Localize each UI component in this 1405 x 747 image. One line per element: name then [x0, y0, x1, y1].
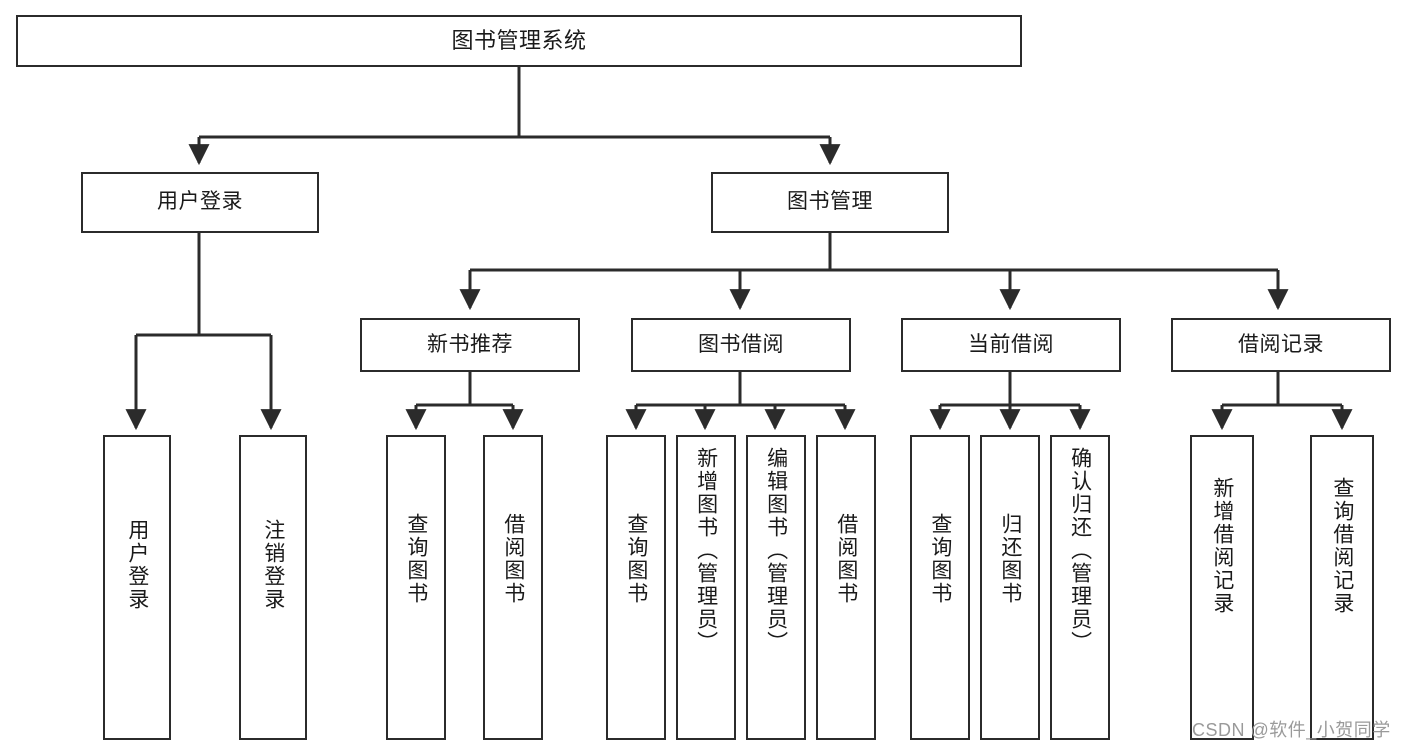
- node-book-borrow-label: 图书借阅: [698, 332, 784, 356]
- node-root[interactable]: 图书管理系统: [16, 15, 1022, 67]
- leaf-add-book-label: 新增图书（管理员）: [694, 447, 718, 654]
- leaf-return-book-label: 归还图书: [998, 513, 1022, 605]
- leaf-query-record[interactable]: 查询借阅记录: [1310, 435, 1374, 740]
- leaf-user-login[interactable]: 用户登录: [103, 435, 171, 740]
- leaf-logout-label: 注销登录: [261, 519, 285, 611]
- node-book-manage[interactable]: 图书管理: [711, 172, 949, 233]
- leaf-query-book-1[interactable]: 查询图书: [386, 435, 446, 740]
- node-new-book-recommend-label: 新书推荐: [427, 332, 513, 356]
- leaf-confirm-return[interactable]: 确认归还（管理员）: [1050, 435, 1110, 740]
- node-current-borrow[interactable]: 当前借阅: [901, 318, 1121, 372]
- leaf-borrow-book-1-label: 借阅图书: [501, 513, 525, 605]
- leaf-query-book-2-label: 查询图书: [624, 513, 648, 605]
- leaf-edit-book-label: 编辑图书（管理员）: [764, 447, 788, 654]
- leaf-logout[interactable]: 注销登录: [239, 435, 307, 740]
- node-borrow-record-label: 借阅记录: [1238, 332, 1324, 356]
- leaf-edit-book[interactable]: 编辑图书（管理员）: [746, 435, 806, 740]
- leaf-query-book-1-label: 查询图书: [404, 513, 428, 605]
- leaf-query-book-3[interactable]: 查询图书: [910, 435, 970, 740]
- leaf-query-book-2[interactable]: 查询图书: [606, 435, 666, 740]
- leaf-add-record-label: 新增借阅记录: [1210, 477, 1234, 615]
- leaf-borrow-book-1[interactable]: 借阅图书: [483, 435, 543, 740]
- node-user-login-label: 用户登录: [157, 190, 243, 214]
- node-book-manage-label: 图书管理: [787, 190, 873, 214]
- node-borrow-record[interactable]: 借阅记录: [1171, 318, 1391, 372]
- leaf-return-book[interactable]: 归还图书: [980, 435, 1040, 740]
- node-current-borrow-label: 当前借阅: [968, 332, 1054, 356]
- leaf-confirm-return-label: 确认归还（管理员）: [1068, 447, 1092, 654]
- node-new-book-recommend[interactable]: 新书推荐: [360, 318, 580, 372]
- watermark: CSDN @软件_小贺同学: [1192, 720, 1391, 740]
- leaf-add-record[interactable]: 新增借阅记录: [1190, 435, 1254, 740]
- leaf-borrow-book-2[interactable]: 借阅图书: [816, 435, 876, 740]
- leaf-borrow-book-2-label: 借阅图书: [834, 513, 858, 605]
- leaf-add-book[interactable]: 新增图书（管理员）: [676, 435, 736, 740]
- leaf-query-record-label: 查询借阅记录: [1330, 477, 1354, 615]
- node-root-label: 图书管理系统: [451, 28, 587, 54]
- leaf-query-book-3-label: 查询图书: [928, 513, 952, 605]
- node-book-borrow[interactable]: 图书借阅: [631, 318, 851, 372]
- leaf-user-login-label: 用户登录: [125, 519, 149, 611]
- node-user-login[interactable]: 用户登录: [81, 172, 319, 233]
